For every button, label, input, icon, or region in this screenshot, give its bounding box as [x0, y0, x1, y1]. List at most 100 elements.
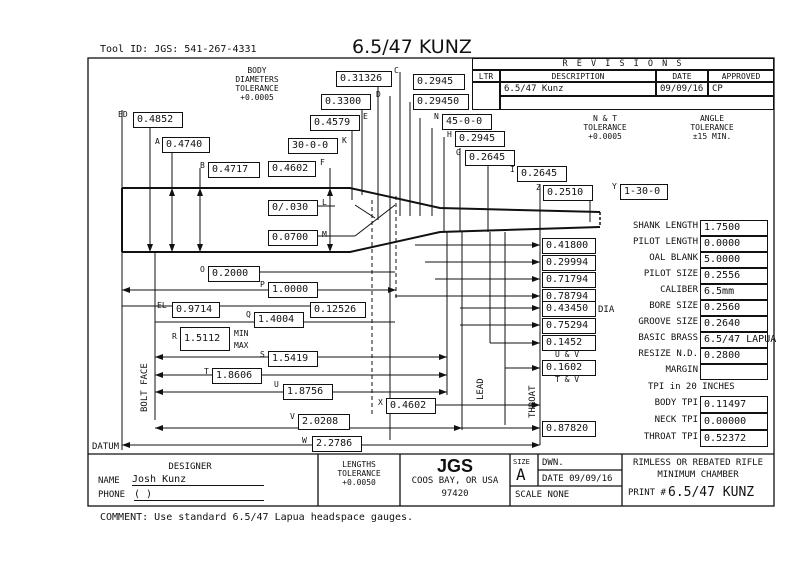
throat-label: THROAT — [528, 385, 538, 418]
right-dim-6: 0.75294 — [542, 318, 596, 334]
tol-line: BODY — [247, 66, 267, 75]
dim-o-letter: O — [200, 265, 205, 274]
rev-blank-row — [500, 96, 774, 110]
dim-z: 0.2510 — [543, 185, 593, 201]
dim-p: 1.0000 — [268, 282, 318, 298]
dwn-label: DWN. — [542, 458, 564, 468]
spec-row: RESIZE N.D.0.2800 — [610, 348, 770, 364]
size-label: SIZE — [513, 458, 530, 466]
dim-ed: 0.4852 — [133, 112, 183, 128]
right-dim-1: 0.41800 — [542, 238, 596, 254]
dim-g-letter: G — [456, 148, 461, 157]
spec-value: 0.0000 — [700, 236, 768, 252]
dim-f: 0.4602 — [268, 161, 316, 177]
datum-label: DATUM — [92, 442, 120, 452]
designer-label: DESIGNER — [168, 462, 212, 472]
dim-h-letter: H — [447, 130, 452, 139]
name-label: NAME — [98, 476, 120, 486]
size-value: A — [516, 465, 526, 484]
print-value: 6.5/47 KUNZ — [668, 485, 755, 500]
angle-tolerance: ANGLE TOLERANCE ±15 MIN. — [676, 114, 748, 141]
lengths-tolerance: LENGTHS TOLERANCE +0.0050 — [318, 460, 400, 487]
tol-line: ANGLE — [699, 114, 725, 123]
min-chamber-label: MINIMUM CHAMBER — [657, 470, 739, 480]
spec-label: MARGIN — [665, 365, 698, 375]
spec-label: SHANK LENGTH — [632, 221, 698, 231]
dim-w-letter: W — [302, 436, 307, 445]
nt-tolerance: N & T TOLERANCE +0.0005 — [570, 114, 640, 141]
lead-label: LEAD — [476, 378, 486, 400]
dim-q: 1.4004 — [254, 312, 304, 328]
dim-i-letter: I — [510, 165, 515, 174]
dim-r: 1.5112 — [180, 327, 230, 351]
spec-value: 0.2560 — [700, 300, 768, 316]
dim-q2: 0.12526 — [310, 302, 366, 318]
dim-o: 0.2000 — [208, 266, 260, 282]
spec-label: CALIBER — [660, 285, 698, 295]
dim-y-letter: Y — [612, 182, 617, 191]
dim-x-letter: X — [378, 398, 383, 407]
dim-r-min: MIN — [234, 329, 249, 338]
tol-line: TOLERANCE — [235, 84, 279, 93]
dim-b-letter: B — [200, 161, 205, 170]
rev-col-description: DESCRIPTION — [500, 70, 656, 82]
company-city: COOS BAY, OR USA — [411, 476, 499, 486]
spec-label: PILOT SIZE — [643, 269, 698, 279]
dim-r-max: MAX — [234, 341, 249, 350]
dim-f-letter: F — [320, 158, 325, 167]
spec-value: 5.0000 — [700, 252, 768, 268]
tol-line: N & T — [592, 114, 618, 123]
spec-value: 6.5mm — [700, 284, 768, 300]
spec-value: 0.2556 — [700, 268, 768, 284]
dim-c-letter: C — [394, 66, 399, 75]
right-dim-3: 0.71794 — [542, 272, 596, 288]
dim-w: 2.2786 — [312, 436, 362, 452]
dim-k-letter: K — [342, 136, 347, 145]
revisions-title: R E V I S I O N S — [472, 58, 774, 70]
scale-label: SCALE NONE — [515, 490, 570, 500]
tol-line: +0.0005 — [588, 132, 622, 141]
dim-e: 0.4579 — [310, 115, 360, 131]
spec-value: 6.5/47 LAPUA — [700, 332, 776, 348]
page-title: 6.5/47 KUNZ — [352, 36, 472, 58]
rev-col-date: DATE — [656, 70, 708, 82]
tol-line: +0.0005 — [240, 93, 274, 102]
spec-value: 1.7500 — [700, 220, 768, 236]
dim-t-letter: T — [204, 367, 209, 376]
tol-line: ±15 MIN. — [692, 132, 732, 141]
dim-i: 0.2645 — [517, 166, 567, 182]
dim-y: 1-30-0 — [620, 184, 668, 200]
tol-line: TOLERANCE — [690, 123, 734, 132]
dim-k: 30-0-0 — [288, 138, 338, 154]
company-logo: JGS — [436, 456, 474, 476]
spec-label: GROOVE SIZE — [638, 317, 698, 327]
dim-x: 0.4602 — [386, 398, 436, 414]
tpi-label: BODY TPI — [654, 398, 698, 408]
body-diameter-tolerance: BODY DIAMETERS TOLERANCE +0.0005 — [222, 66, 292, 102]
rev-desc: 6.5/47 Kunz — [500, 82, 656, 96]
dim-c: 0.31326 — [336, 71, 392, 87]
dim-h: 0.2945 — [455, 131, 505, 147]
rev-approved: CP — [708, 82, 774, 96]
tpi-label: THROAT TPI — [643, 432, 698, 442]
spec-value: 0.2640 — [700, 316, 768, 332]
dim-d: 0.3300 — [321, 94, 371, 110]
right-dim-7: 0.1452 — [542, 335, 596, 351]
rimless-label: RIMLESS OR REBATED RIFLE — [632, 458, 764, 468]
tol-line: +0.0050 — [342, 478, 376, 487]
tool-id: Tool ID: JGS: 541-267-4331 — [100, 44, 257, 55]
dim-el-letter: EL — [157, 301, 167, 310]
dia-label: DIA — [598, 305, 615, 315]
uv-label: U & V — [555, 350, 580, 359]
dim-q-letter: Q — [246, 310, 251, 319]
phone-label: PHONE — [98, 490, 126, 500]
